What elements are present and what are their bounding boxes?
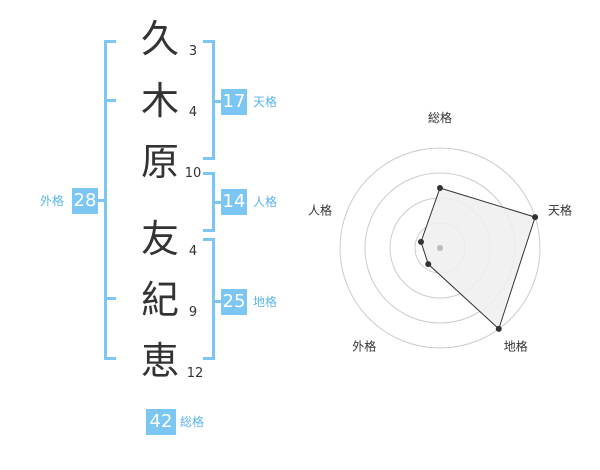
radar-axis-label-4: 外格: [352, 339, 376, 354]
radar-axis-label-3: 地格: [504, 339, 528, 354]
radar-series-area: [420, 187, 536, 330]
stroke-count-1: 3: [188, 44, 198, 59]
jinkaku-label: 人格: [253, 195, 278, 209]
kanji-5: 紀: [140, 278, 179, 322]
radar-point-2: [532, 214, 539, 221]
stroke-count-6: 12: [186, 366, 204, 381]
radar-point-1: [437, 185, 443, 191]
kanji-3: 原: [140, 140, 179, 184]
kanji-6: 恵: [140, 339, 179, 383]
stroke-count-4: 4: [188, 244, 198, 259]
radar-point-3: [495, 325, 502, 332]
tenkaku-label: 天格: [253, 95, 278, 109]
tenkaku-value: 17: [221, 89, 247, 115]
radar-axis-label-2: 天格: [548, 202, 572, 217]
radar-ring-4: [339, 147, 541, 349]
soukaku-value: 42: [146, 409, 176, 435]
jinkaku-value: 14: [221, 189, 247, 215]
gaikaku-label: 外格: [40, 194, 65, 208]
stroke-count-5: 9: [188, 305, 198, 320]
stroke-count-2: 4: [188, 105, 198, 120]
stroke-count-3: 10: [184, 166, 202, 181]
gaikaku-value: 28: [72, 188, 98, 214]
radar-axis-label-5: 人格: [308, 202, 332, 217]
kanji-2: 木: [140, 79, 179, 123]
chikaku-label: 地格: [253, 295, 278, 309]
chikaku-value: 25: [221, 289, 247, 315]
radar-point-4: [425, 261, 432, 268]
radar-point-5: [417, 238, 424, 245]
radar-center-point: [437, 245, 443, 251]
soukaku-label: 総格: [180, 415, 205, 429]
kanji-4: 友: [140, 217, 179, 261]
kanji-1: 久: [140, 17, 179, 61]
radar-axis-label-1: 総格: [428, 110, 452, 125]
